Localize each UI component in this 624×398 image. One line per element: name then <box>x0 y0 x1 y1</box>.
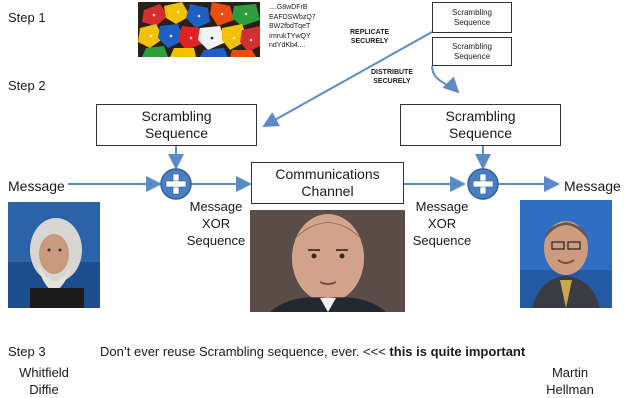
random-string: EAFDSWbzQ7 <box>269 13 316 21</box>
name-line: Diffie <box>29 382 59 397</box>
label-line: SECURELY <box>350 38 389 45</box>
diffie-name: Whitfield Diffie <box>14 364 74 398</box>
label-line: XOR <box>427 216 457 231</box>
random-string: BW2fbdTqeT <box>269 23 311 30</box>
putin-photo <box>250 210 405 312</box>
random-strings: ....G8wDFrB EAFDSWbzQ7 BW2fbdTqeT ImrukT… <box>269 3 316 51</box>
step-3-warning: Don’t ever reuse Scrambling sequence, ev… <box>100 344 390 359</box>
box-line: Scrambling <box>451 7 492 17</box>
distribute-arrow <box>431 65 460 94</box>
step-1-label: Step 1 <box>8 10 46 25</box>
hellman-photo <box>520 200 612 308</box>
box-line: Channel <box>301 183 354 199</box>
right-scrambling-box: Scrambling Sequence <box>400 104 561 146</box>
random-string: ImrukTYwQY <box>269 32 311 40</box>
name-line: Hellman <box>546 382 594 397</box>
random-string: ....G8wDFrB <box>269 4 308 11</box>
label-line: SECURELY <box>373 78 411 85</box>
label-line: Sequence <box>186 233 246 248</box>
box-line: Scrambling <box>451 41 492 51</box>
label-line: Message <box>189 199 243 214</box>
xor-symbol-left <box>160 168 192 200</box>
replicate-securely-label: REPLICATE SECURELY <box>350 28 389 46</box>
box-line: Sequence <box>453 17 491 27</box>
label-line: XOR <box>201 216 231 231</box>
label-line: REPLICATE <box>350 29 390 36</box>
message-in-label: Message <box>8 178 65 194</box>
label-line: DISTRIBUTE <box>371 69 413 76</box>
diffie-photo <box>8 202 100 308</box>
replicate-arrow <box>262 31 433 127</box>
random-string: ndYdKb4.... <box>269 42 306 49</box>
xor-symbol-right <box>467 168 499 200</box>
step-3-label: Step 3 <box>8 344 46 359</box>
box-line: Sequence <box>453 51 491 61</box>
step-2-label: Step 2 <box>8 78 46 93</box>
box-line: Scrambling <box>141 108 212 124</box>
box-line: Scrambling <box>445 108 516 124</box>
left-scrambling-box: Scrambling Sequence <box>96 104 257 146</box>
name-line: Martin <box>551 365 589 380</box>
name-line: Whitfield <box>19 365 69 380</box>
box-line: Sequence <box>448 125 513 141</box>
label-line: Sequence <box>412 233 472 248</box>
xor-left-label: Message XOR Sequence <box>178 198 254 249</box>
top-scrambling-box-2: Scrambling Sequence <box>432 37 512 66</box>
box-line: Sequence <box>144 125 209 141</box>
hellman-name: Martin Hellman <box>540 364 600 398</box>
message-out-label: Message <box>564 178 621 194</box>
distribute-securely-label: DISTRIBUTE SECURELY <box>371 68 413 86</box>
step-3-text: Don’t ever reuse Scrambling sequence, ev… <box>100 344 525 359</box>
label-line: Message <box>415 199 469 214</box>
step-3-emphasis: this is quite important <box>389 344 526 359</box>
xor-right-label: Message XOR Sequence <box>404 198 480 249</box>
top-scrambling-box-1: Scrambling Sequence <box>432 2 512 33</box>
dice-image <box>138 2 260 57</box>
box-line: Communications <box>275 166 380 182</box>
communications-channel-box: Communications Channel <box>251 162 404 204</box>
